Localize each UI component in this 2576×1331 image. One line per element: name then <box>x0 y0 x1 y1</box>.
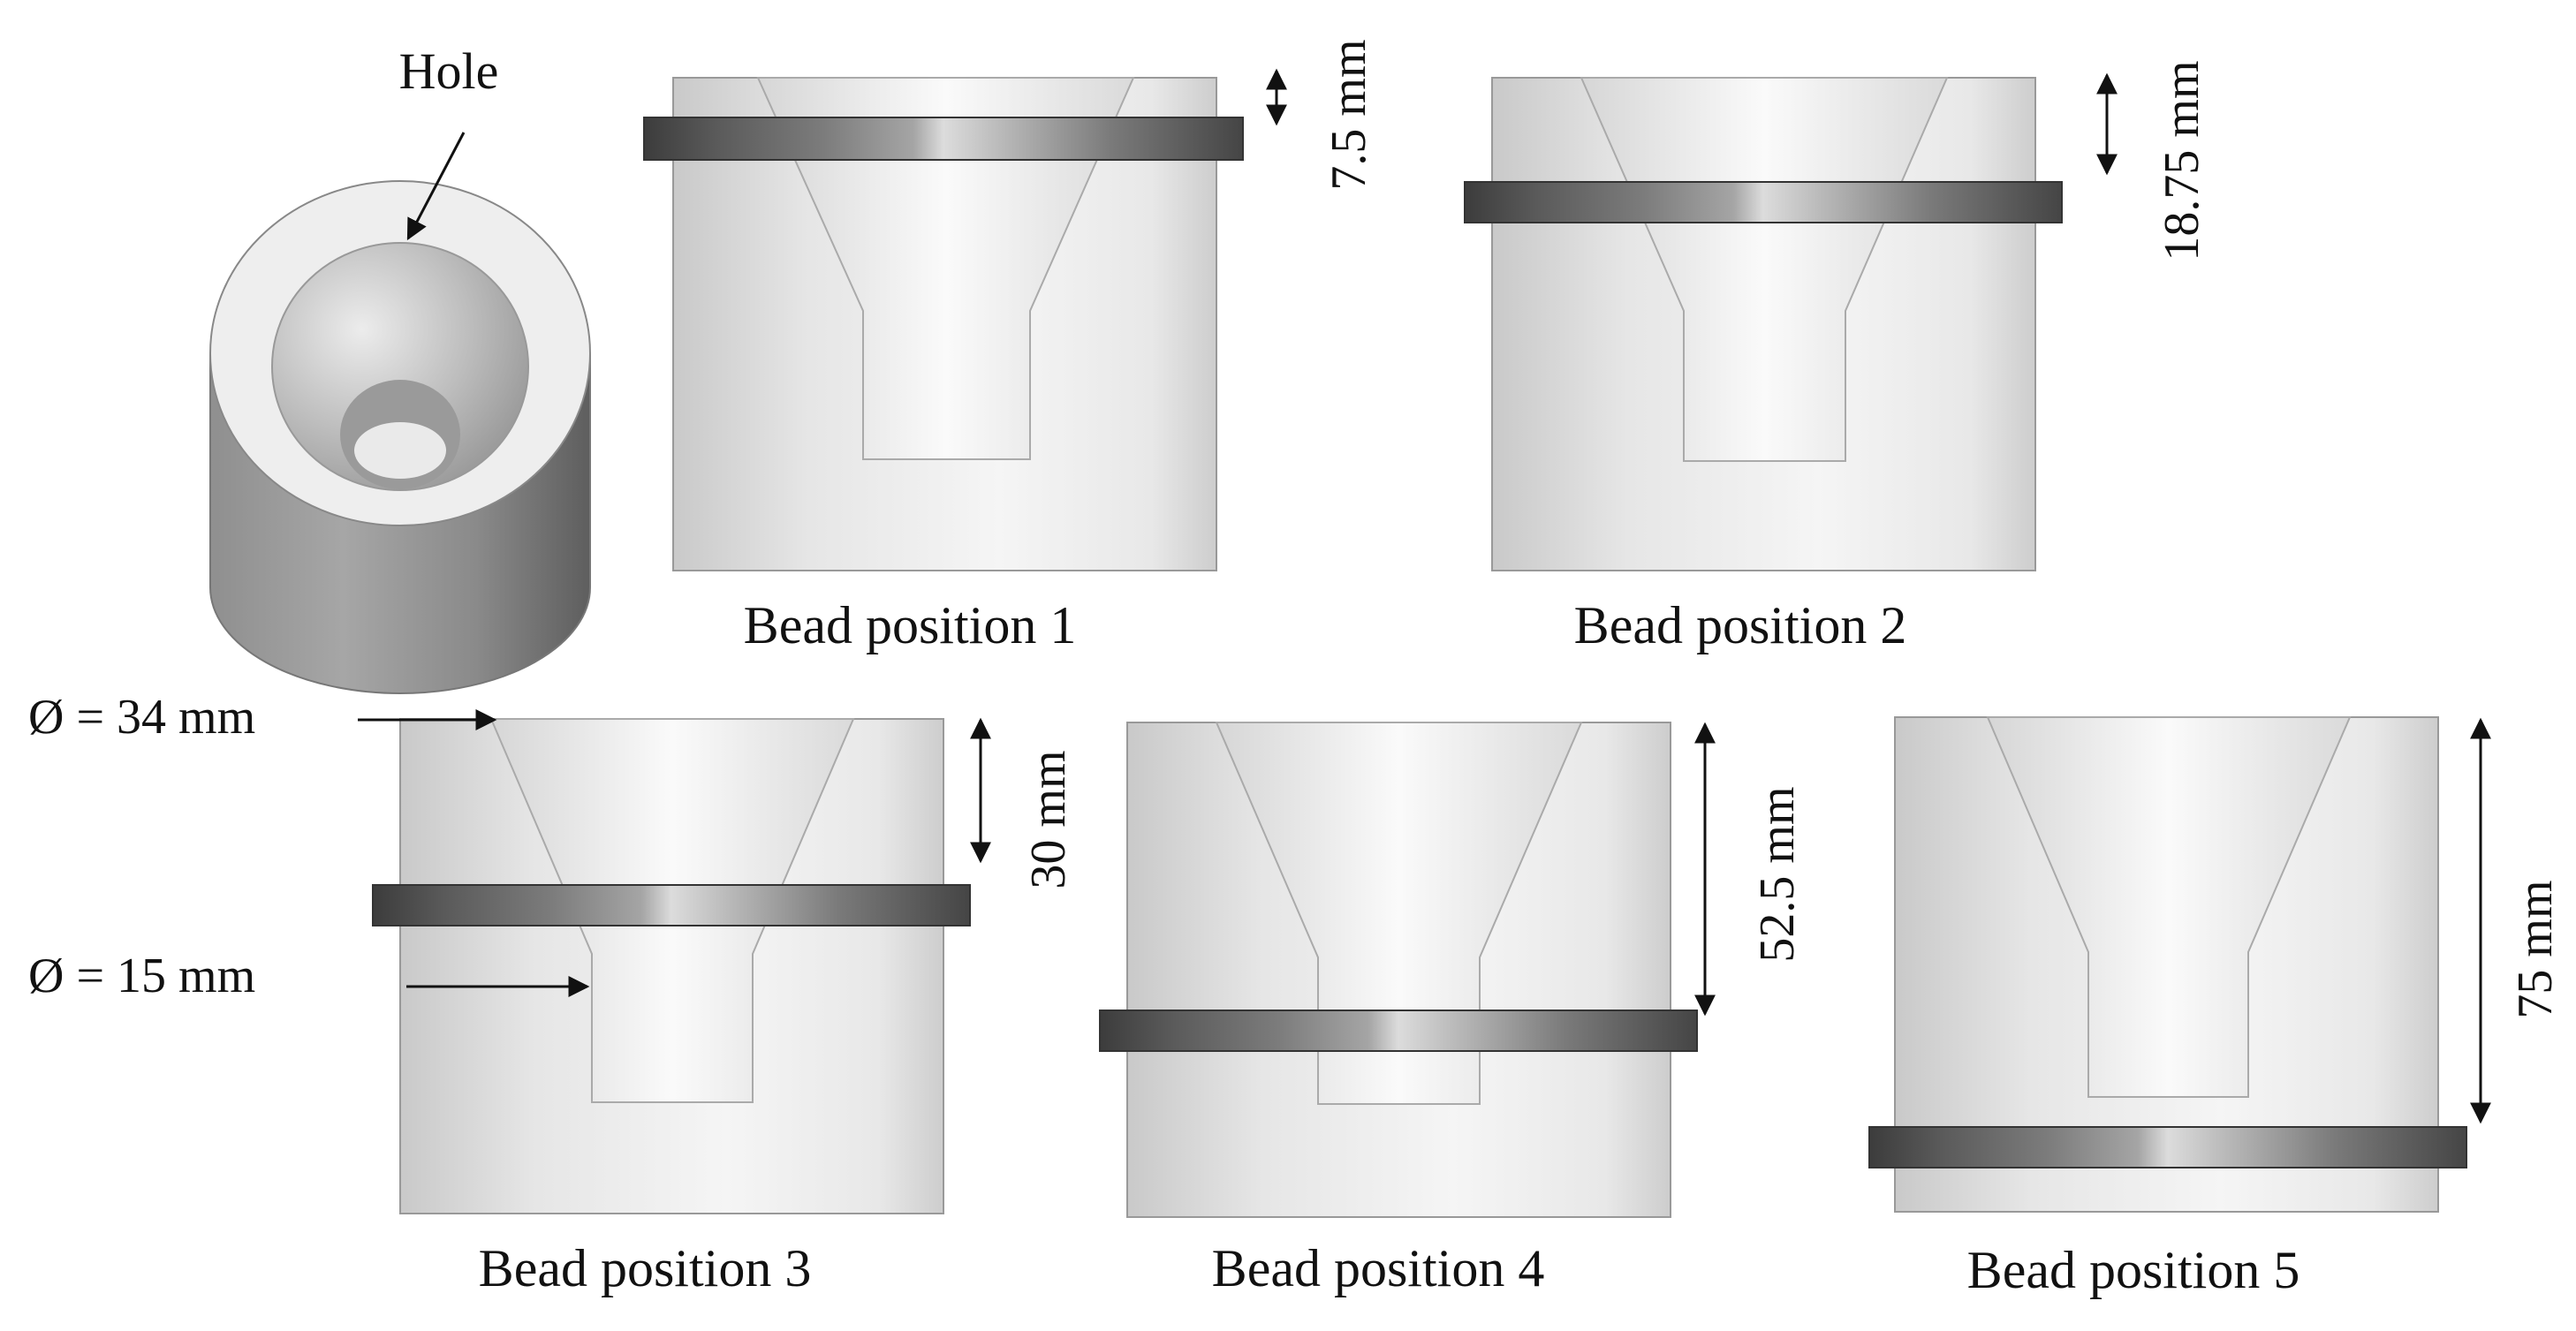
offset-label: 30 mm <box>1021 750 1076 889</box>
hole-profile <box>1215 722 1583 1105</box>
panel-3: 30 mm Bead position 3 <box>372 717 1076 1297</box>
panel-caption: Bead position 2 <box>1574 596 1907 654</box>
panel-5: 75 mm Bead position 5 <box>1868 716 2563 1299</box>
panel-caption: Bead position 4 <box>1212 1239 1545 1297</box>
outer-diameter-label: Ø = 34 mm <box>28 690 255 745</box>
offset-label: 75 mm <box>2508 880 2563 1018</box>
offset-label: 18.75 mm <box>2155 60 2209 261</box>
bead <box>643 117 1244 161</box>
hole-profile <box>1580 77 1949 462</box>
panel-caption: Bead position 1 <box>744 596 1077 654</box>
bead <box>1868 1126 2467 1168</box>
bead <box>372 884 971 926</box>
offset-label: 7.5 mm <box>1322 39 1376 190</box>
hole-profile <box>1986 716 2352 1098</box>
hole-profile <box>756 77 1135 460</box>
panel-4: 52.5 mm Bead position 4 <box>1099 722 1805 1297</box>
panel-caption: Bead position 5 <box>1967 1241 2300 1299</box>
panel-caption: Bead position 3 <box>479 1239 812 1297</box>
bead <box>1099 1010 1698 1052</box>
panel-2: 18.75 mm Bead position 2 <box>1464 60 2209 654</box>
hole-arrow <box>406 132 466 241</box>
bead <box>1464 181 2063 223</box>
panel-1: 7.5 mm Bead position 1 <box>643 39 1376 654</box>
cone-cavity <box>271 242 529 491</box>
inner-diameter-label: Ø = 15 mm <box>28 949 255 1003</box>
bore-bottom <box>354 422 446 479</box>
hole-label: Hole <box>399 42 499 100</box>
offset-label: 52.5 mm <box>1750 786 1805 962</box>
isometric-part <box>209 180 591 694</box>
